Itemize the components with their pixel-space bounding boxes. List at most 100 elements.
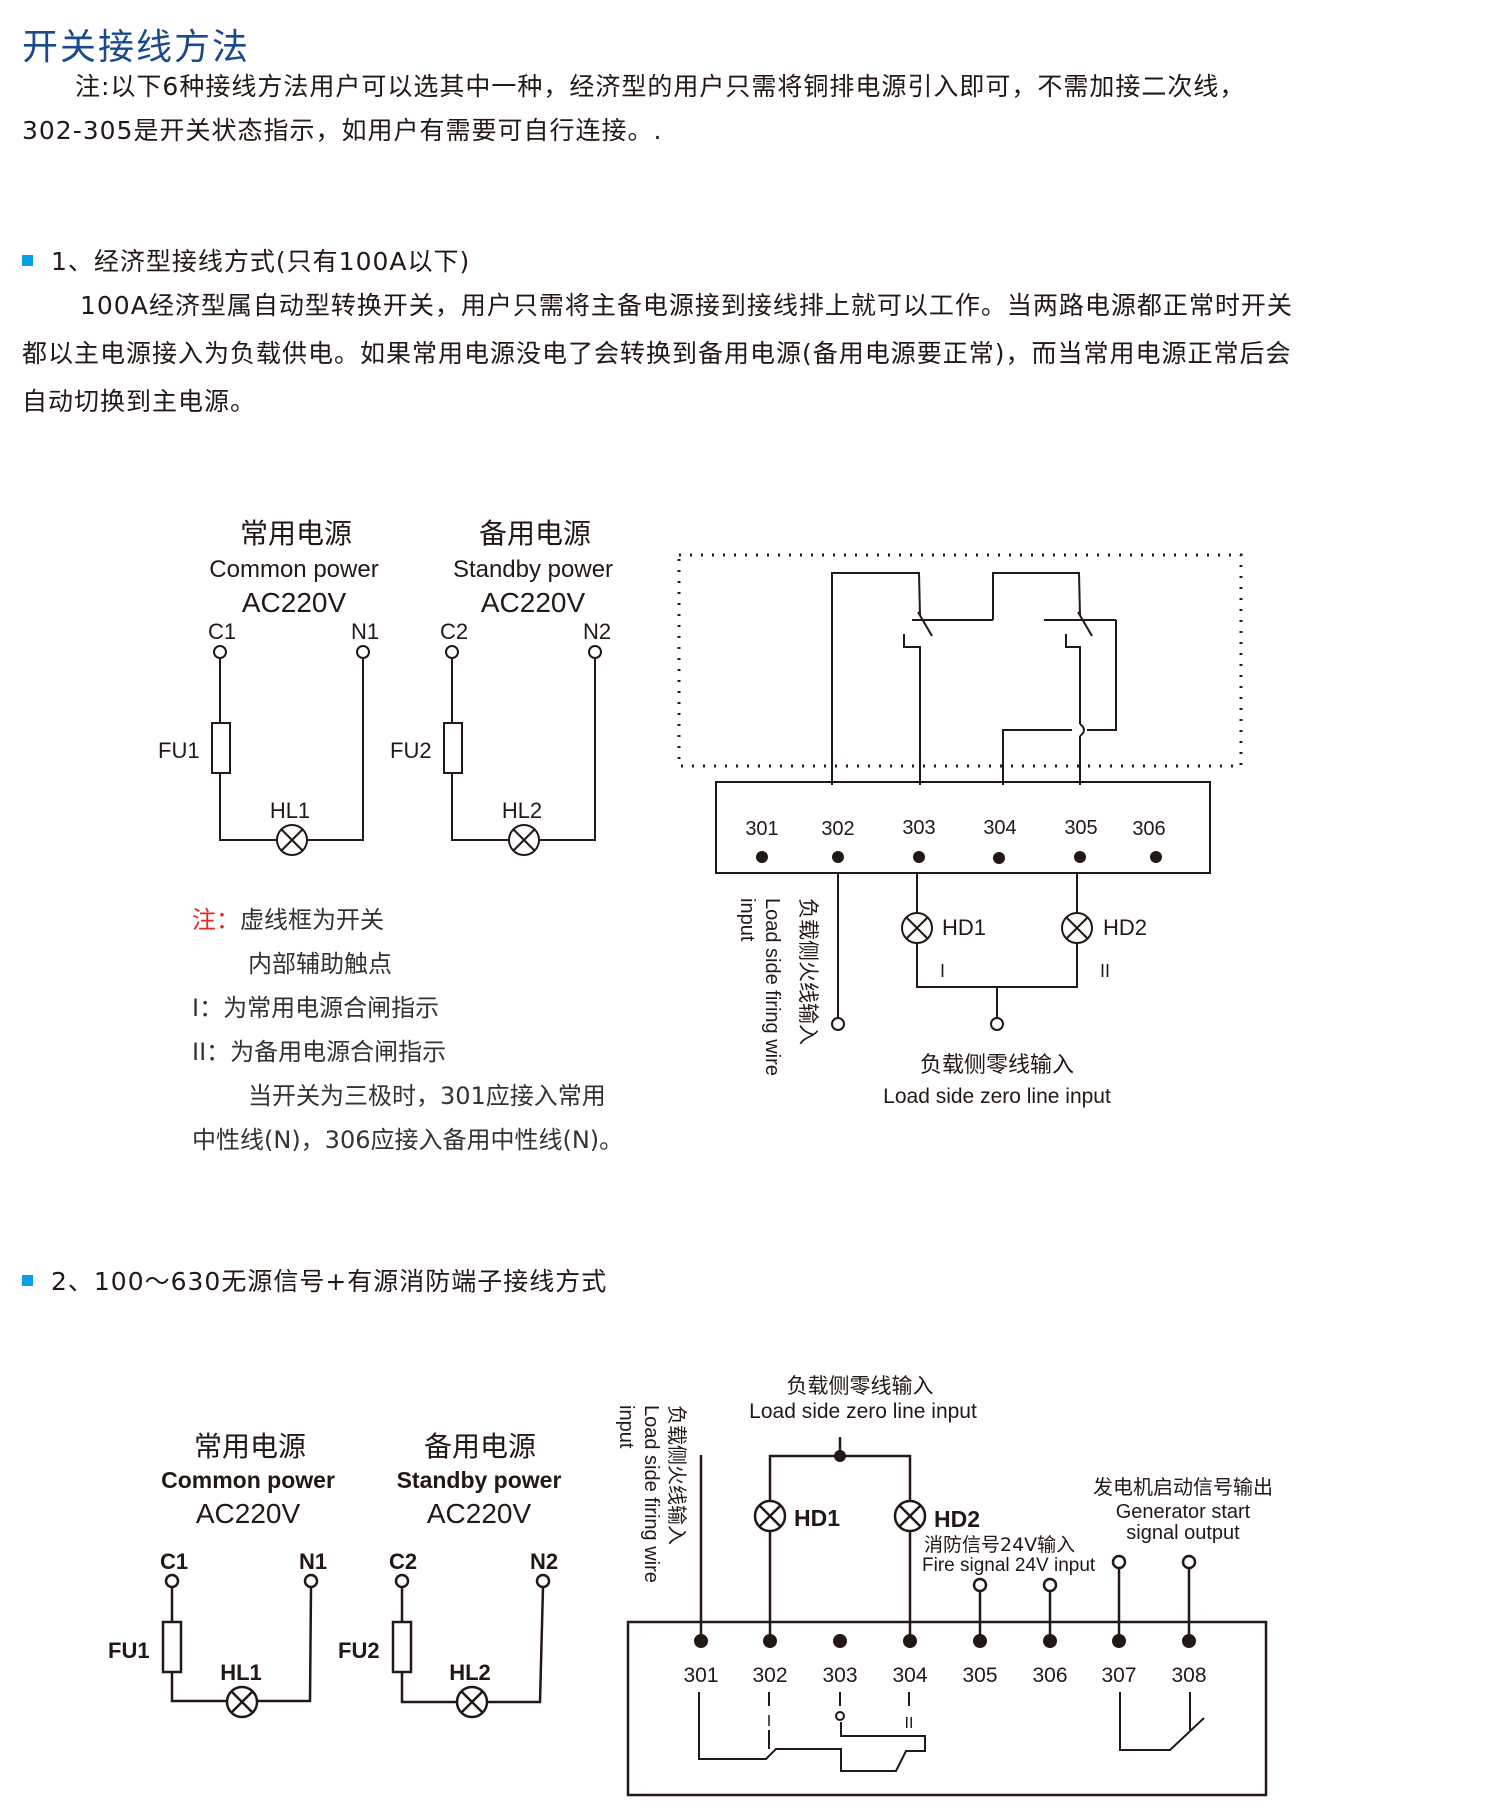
- terminal-n2-2: [535, 1573, 551, 1589]
- terminal-label: 308: [1171, 1664, 1206, 1687]
- label-hd2-2: HD2: [934, 1506, 980, 1532]
- label-n2: N2: [583, 619, 611, 644]
- note-line-6: 中性线(N)，306应接入备用中性线(N)。: [192, 1126, 624, 1154]
- standby-power-cn-2: 备用电源: [424, 1430, 536, 1463]
- lamp-hl1-2-icon: [225, 1685, 259, 1719]
- fire-input-terminal-1: [831, 1017, 845, 1031]
- fire-signal-cn: 消防信号24V输入: [924, 1534, 1075, 1556]
- note-line-5: 当开关为三极时，301应接入常用: [248, 1082, 606, 1110]
- terminal-label: 306: [1132, 818, 1165, 840]
- page-title: 开关接线方法: [22, 27, 251, 68]
- mark-i: I: [940, 961, 945, 981]
- fire-input-cn: 负载侧火线输入: [796, 898, 820, 1045]
- section1-heading: 1、经济型接线方式(只有100A以下): [22, 242, 470, 278]
- common-power-cn: 常用电源: [240, 517, 352, 550]
- terminal-label: 305: [1064, 817, 1097, 839]
- fire-signal-en: Fire signal 24V input: [922, 1555, 1096, 1576]
- lamp-hl1-icon: [276, 824, 308, 856]
- section2-heading: 2、100～630无源信号+有源消防端子接线方式: [22, 1262, 607, 1298]
- terminal-label: 303: [822, 1664, 857, 1687]
- terminal-label: 307: [1101, 1664, 1136, 1687]
- terminal-label: 306: [1032, 1664, 1067, 1687]
- section1-body-line-3: 自动切换到主电源。: [22, 387, 257, 416]
- label-fu1-2: FU1: [108, 1638, 150, 1663]
- lamp-hd1-2-icon: [753, 1499, 787, 1533]
- mark-i-2: I: [767, 1713, 771, 1730]
- note-line-1: 虚线框为开关: [240, 906, 384, 934]
- zero-input-terminal-1: [990, 1017, 1004, 1031]
- label-n2-2: N2: [530, 1549, 558, 1574]
- terminal-label: 304: [983, 817, 1016, 839]
- mark-ii: II: [1100, 961, 1110, 981]
- terminal-n1: [356, 645, 370, 659]
- fire-input-en-line1: Load side firing wire: [761, 898, 783, 1076]
- generator-terminal-a: [1111, 1554, 1127, 1570]
- note-prefix: 注：: [192, 906, 240, 934]
- standby-power-circuit-2: [391, 1573, 551, 1719]
- fire-input-cn-2: 负载侧火线输入: [665, 1405, 689, 1545]
- terminal-label: 303: [902, 817, 935, 839]
- lamp-hl2-2-icon: [455, 1685, 489, 1719]
- label-hd1-2: HD1: [794, 1505, 840, 1531]
- terminal-block-2: [626, 1620, 1268, 1797]
- terminal-label: 302: [752, 1664, 787, 1687]
- common-power-circuit-2: [161, 1573, 319, 1719]
- fuse-fu1-2: [161, 1620, 183, 1674]
- fire-signal-terminal-b: [1042, 1577, 1058, 1593]
- fire-input-en-2-line2: input: [615, 1405, 637, 1449]
- label-n1: N1: [351, 619, 379, 644]
- intro-line-1: 注:以下6种接线方法用户可以选其中一种，经济型的用户只需将铜排电源引入即可，不需…: [75, 72, 1246, 101]
- fire-input-en-1: Load side firing wire: [761, 898, 783, 1076]
- fire-input-label-2: 负载侧火线输入: [665, 1405, 689, 1545]
- bullet-icon: [22, 254, 33, 266]
- zero-input-cn: 负载侧零线输入: [920, 1053, 1074, 1078]
- lamp-hl2-icon: [508, 824, 540, 856]
- internal-switch-logic-2: [698, 1692, 1205, 1772]
- terminal-label: 301: [745, 818, 778, 840]
- standby-power-cn: 备用电源: [479, 517, 591, 550]
- section1-body-line-1: 100A经济型属自动型转换开关，用户只需将主备电源接到接线排上就可以工作。当两路…: [80, 291, 1293, 320]
- terminal-labels-2: 301 302 303 304 305 306 307 308: [683, 1664, 1206, 1687]
- fuse-fu2: [443, 722, 463, 774]
- note-line-2: 内部辅助触点: [248, 950, 392, 978]
- fire-input-en-2: input: [736, 898, 758, 942]
- terminal-n1-2: [303, 1573, 319, 1589]
- terminal-label: 302: [821, 818, 854, 840]
- notes-block: 注：虚线框为开关 内部辅助触点 I：为常用电源合闸指示 II：为备用电源合闸指示…: [192, 898, 623, 1162]
- mark-ii-2: II: [905, 1715, 914, 1732]
- zero-input-en-2: Load side zero line input: [749, 1400, 977, 1423]
- label-hd1: HD1: [942, 915, 986, 940]
- common-power-voltage-2: AC220V: [196, 1498, 301, 1529]
- fuse-fu1: [211, 722, 231, 774]
- terminal-dots-2: [694, 1450, 1196, 1648]
- terminal-block-1: [715, 781, 1211, 874]
- fuse-fu2-2: [391, 1620, 413, 1674]
- terminal-c2: [445, 645, 459, 659]
- label-hd2: HD2: [1103, 915, 1147, 940]
- common-power-voltage: AC220V: [242, 587, 347, 618]
- fire-input-en-line2: input: [736, 898, 758, 942]
- terminal-label: 305: [962, 1664, 997, 1687]
- generator-en-line1: Generator start: [1116, 1501, 1251, 1523]
- standby-power-en: Standby power: [453, 556, 613, 583]
- label-hl2-2: HL2: [449, 1660, 491, 1685]
- lamp-hd1-icon: [901, 912, 933, 944]
- bullet-icon: [22, 1274, 33, 1286]
- label-fu2: FU2: [390, 738, 432, 763]
- fire-input-en-2-line1: Load side firing wire: [640, 1405, 662, 1583]
- zero-input-en: Load side zero line input: [883, 1085, 1111, 1108]
- terminal-label: 304: [892, 1664, 927, 1687]
- label-hl1: HL1: [270, 798, 310, 823]
- fire-input-en-2b: input: [615, 1405, 637, 1449]
- terminal-c2-2: [394, 1573, 410, 1589]
- label-c2: C2: [440, 619, 468, 644]
- lamp-hd2-icon: [1061, 912, 1093, 944]
- label-hl2: HL2: [502, 798, 542, 823]
- switch-internal-frame: [677, 553, 1243, 768]
- fire-input-label-1: 负载侧火线输入: [796, 898, 820, 1045]
- label-fu2-2: FU2: [338, 1638, 380, 1663]
- terminal-labels-1: 301 302 303 304 305 306: [745, 817, 1165, 840]
- section1-body-line-2: 都以主电源接入为负载供电。如果常用电源没电了会转换到备用电源(备用电源要正常)，…: [22, 339, 1292, 368]
- generator-terminal-b: [1181, 1554, 1197, 1570]
